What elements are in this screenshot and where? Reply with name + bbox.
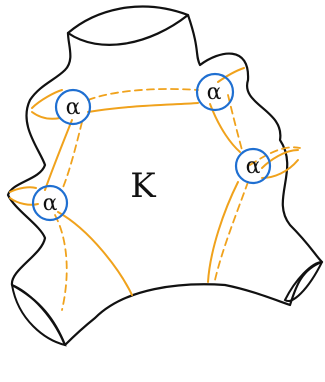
knot-label-upper-left: α [66,95,81,120]
knot-label-lower-left: α [43,191,58,216]
center-label: K [130,166,156,206]
knot-label-right: α [246,154,261,179]
knot-label-upper-right: α [207,80,222,105]
bottom-left-tube-rim [12,285,65,345]
orange-dashed-curves [55,89,300,310]
bottom-right-tube-rim [285,262,322,301]
